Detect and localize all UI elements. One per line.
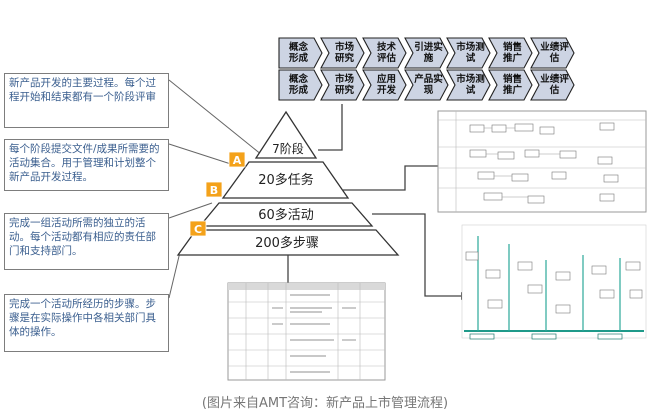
chevron-label: 评估 xyxy=(377,52,397,64)
thumbnail-grid xyxy=(438,111,646,212)
step-description-box: 完成一个活动所经历的步骤。步骤是在实际操作中各相关部门具体的操作。 xyxy=(4,294,169,352)
chevron-label: 概念 xyxy=(289,73,309,85)
chevron-label: 试 xyxy=(466,84,476,96)
chevron-shape xyxy=(362,69,407,101)
pyramid-tier-2 xyxy=(221,161,350,199)
pyramid-level-label: 20多任务 xyxy=(258,172,314,188)
chevron-shape xyxy=(488,37,533,69)
chevron-label: 市场 xyxy=(335,73,355,85)
pyramid-tier-3 xyxy=(198,202,374,227)
chevron-shape xyxy=(404,37,449,69)
marker-b-badge xyxy=(205,181,223,198)
chevron-label: 技术 xyxy=(377,41,397,53)
connector-line xyxy=(168,251,181,299)
tier-to-table-connector xyxy=(342,165,438,191)
marker-a-label: A xyxy=(233,154,242,167)
chevron-shape xyxy=(488,69,533,101)
chevron-label: 估 xyxy=(549,52,560,64)
chevron-label: 研究 xyxy=(335,52,355,64)
thumbnail-grid xyxy=(228,283,385,380)
marker-a-badge xyxy=(228,151,246,168)
marker-c-badge xyxy=(189,220,207,237)
pyramid-level-label: 200多步骤 xyxy=(255,235,319,251)
chevron-label: 市场测 xyxy=(456,41,485,53)
task-table-thumbnail xyxy=(437,110,647,213)
chevron-label: 市场测 xyxy=(456,73,485,85)
chevron-label: 业绩评 xyxy=(540,73,569,85)
chevron-label: 销售 xyxy=(503,41,522,53)
chevron-label: 施 xyxy=(424,52,434,64)
chevron-label: 应用 xyxy=(377,73,396,85)
chevron-label: 试 xyxy=(466,52,476,64)
activity-description-box: 完成一组活动所需的独立的活动。每个活动都有相应的责任部门和支持部门。 xyxy=(4,213,169,270)
pyramid-level-label: 60多活动 xyxy=(258,207,314,223)
chevron-shape xyxy=(530,37,575,69)
chevron-shape xyxy=(530,69,575,101)
task-description-box: 每个阶段提交文件/成果所需要的活动集合。用于管理和计划整个新产品开发过程。 xyxy=(4,139,169,191)
thumbnail-text-lines xyxy=(272,294,356,373)
connector-line xyxy=(168,143,238,167)
chevron-label: 概念 xyxy=(289,41,309,53)
flowchart-nodes xyxy=(465,251,643,314)
thumbnail-frame xyxy=(461,224,647,339)
chevron-label: 推广 xyxy=(503,84,523,96)
figure-caption: (图片来自AMT咨询：新产品上市管理流程) xyxy=(201,396,449,411)
marker-b-label: B xyxy=(210,184,218,197)
chevron-label: 销售 xyxy=(503,73,522,85)
chevron-label: 估 xyxy=(549,84,560,96)
flowchart-phase-boxes xyxy=(469,333,623,340)
chevron-shape xyxy=(446,69,491,101)
connector-line xyxy=(168,202,213,219)
chevron-rows: 概念形成市场研究技术评估引进实施市场测试销售推广业绩评估概念形成市场研究应用开发… xyxy=(278,37,575,101)
chevron-shape xyxy=(362,37,407,69)
step-table-thumbnail xyxy=(227,282,386,381)
activity-flowchart-thumbnail xyxy=(461,224,647,340)
thumbnail-cells xyxy=(469,122,619,204)
pyramid-labels: 7阶段 20多任务 60多活动 200多步骤 xyxy=(255,141,319,251)
chevron-label: 形成 xyxy=(289,52,309,64)
thumbnail-header xyxy=(228,283,385,290)
chevron-label: 研究 xyxy=(335,84,355,96)
description-connectors xyxy=(168,79,263,299)
pyramid-level-label: 7阶段 xyxy=(272,141,304,156)
chevron-label: 推广 xyxy=(503,52,523,64)
chevron-label: 业绩评 xyxy=(540,41,569,53)
chevron-shape xyxy=(404,69,449,101)
chevron-label: 引进实 xyxy=(414,41,443,53)
level-markers: A B C xyxy=(189,151,246,237)
tier-to-flowchart-connector xyxy=(372,213,461,297)
chevron-shape xyxy=(446,37,491,69)
thumbnail-links xyxy=(484,127,560,198)
process-description-box: 新产品开发的主要过程。每个过程开始和结束都有一个阶段评审 xyxy=(4,73,169,128)
chevron-shape xyxy=(320,37,365,69)
chevron-shape xyxy=(278,37,323,69)
connector-line xyxy=(168,79,263,156)
thumbnail-frame xyxy=(227,282,386,381)
chevron-label: 现 xyxy=(424,85,434,96)
pyramid-tier-1 xyxy=(254,110,318,159)
chevron-shape xyxy=(278,69,323,101)
marker-c-label: C xyxy=(194,223,202,236)
pyramid-tier-4 xyxy=(176,229,400,256)
chevron-label: 产品实 xyxy=(414,73,443,85)
pyramid xyxy=(176,110,400,256)
tier-to-chevron-connector xyxy=(318,104,343,151)
chevron-label: 市场 xyxy=(335,41,355,53)
chevron-label: 开发 xyxy=(377,84,397,96)
chevron-label: 形成 xyxy=(289,84,309,96)
chevron-shape xyxy=(320,69,365,101)
